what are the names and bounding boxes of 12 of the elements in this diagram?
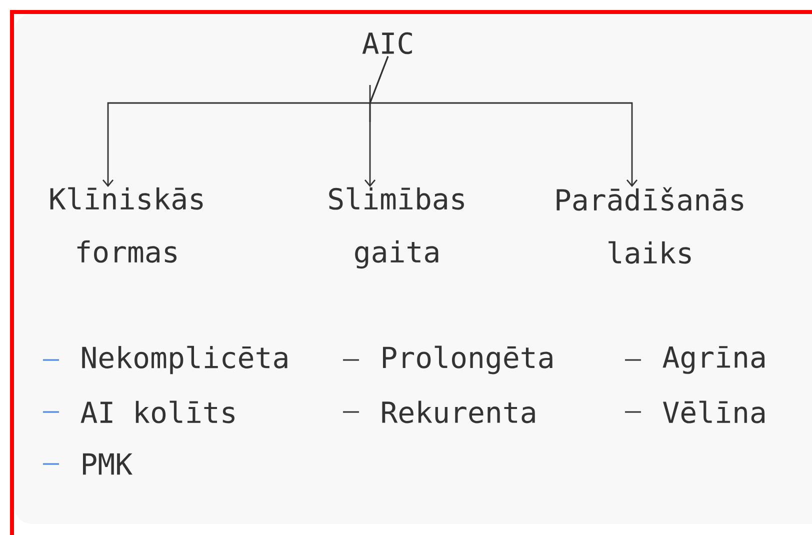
category-label: Slimības gaita (329, 187, 464, 269)
list-item: Vēlīna (663, 400, 764, 424)
list-item: Prolongēta (383, 346, 552, 374)
list-item: Agrīna (662, 346, 764, 374)
list-item: Rekurenta (382, 400, 535, 424)
category-label: Klīniskās formas (50, 187, 203, 263)
list-item: Nekomplicēta (82, 346, 288, 374)
arrow (368, 56, 638, 187)
category-label: AIC (362, 32, 412, 54)
list-item: AI kolīts (80, 400, 234, 424)
list-item: PMK (83, 453, 132, 475)
category-label: Parādīšanās laiks (556, 187, 744, 264)
